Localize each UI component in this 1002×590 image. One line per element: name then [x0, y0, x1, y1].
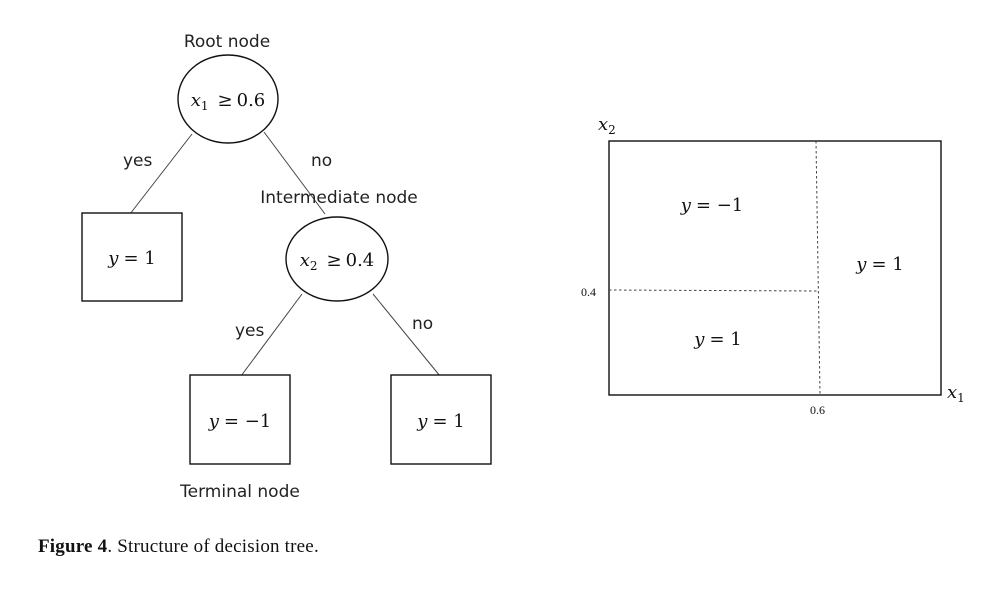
y-axis-label: x2	[598, 114, 616, 137]
leaf-mid-left-label: y= −1	[208, 411, 272, 432]
leaf-mid-right: y= 1	[390, 374, 492, 465]
terminal-node-caption: Terminal node	[179, 482, 300, 502]
leaf-mid-right-box	[390, 374, 492, 465]
intermediate-node-caption: Intermediate node	[260, 188, 418, 208]
leaf-left-label: y= 1	[107, 248, 155, 269]
leaf-mid-left-box	[189, 374, 291, 465]
region-right-label: y= 1	[855, 254, 903, 275]
root-node-condition: x1≥0.6	[191, 90, 266, 113]
intermediate-no-label: no	[412, 314, 433, 334]
edge-root-to-intermediate	[263, 131, 326, 215]
root-node-ellipse	[177, 54, 279, 144]
root-node: x1≥0.6	[177, 54, 279, 144]
figure-caption: Figure 4. Structure of decision tree.	[38, 536, 319, 558]
root-yes-label: yes	[123, 151, 153, 171]
partition-frame	[608, 140, 942, 396]
intermediate-node-ellipse	[285, 216, 389, 302]
region-bottom-left-label: y= 1	[693, 329, 741, 350]
leaf-left-box	[81, 212, 183, 302]
edge-intermediate-to-leaf-mid-right	[372, 293, 441, 377]
figure-caption-label: Figure 4	[38, 536, 108, 557]
x-split-tick: 0.6	[810, 403, 825, 417]
leaf-mid-right-label: y= 1	[416, 411, 464, 432]
intermediate-node: x2≥0.4	[285, 216, 389, 302]
x-axis-label: x1	[947, 382, 965, 405]
leaf-mid-left: y= −1	[189, 374, 291, 465]
figure-caption-text: . Structure of decision tree.	[107, 536, 319, 557]
leaf-left: y= 1	[81, 212, 183, 302]
y-split-tick: 0.4	[581, 285, 596, 299]
region-top-left-label: y= −1	[680, 195, 744, 216]
edge-intermediate-to-leaf-mid-left	[240, 293, 303, 377]
edge-root-to-leaf-left	[129, 133, 193, 215]
partition-diagram: x2 x1 0.4 0.6 y= −1 y= 1 y= 1	[581, 114, 965, 417]
intermediate-yes-label: yes	[235, 321, 265, 341]
intermediate-node-condition: x2≥0.4	[300, 250, 375, 273]
root-no-label: no	[311, 151, 332, 171]
split-x1-line	[815, 140, 821, 396]
root-node-caption: Root node	[184, 32, 270, 52]
